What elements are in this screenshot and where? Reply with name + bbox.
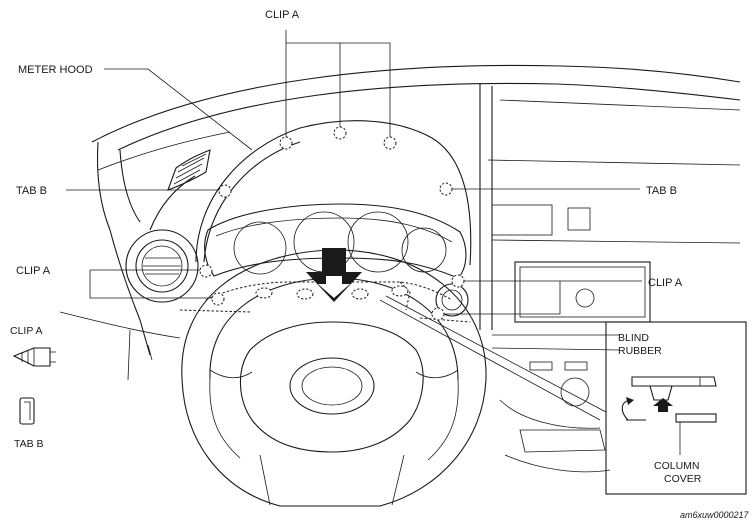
leader-lines [66, 30, 642, 421]
column-clip-4 [391, 285, 409, 297]
clip-a-left-label: CLIP A [16, 265, 51, 277]
steering-wheel [181, 249, 487, 507]
detail-inset [605, 321, 747, 495]
clip-a-top-1 [279, 136, 293, 150]
dashboard-outline [59, 64, 741, 473]
meter-hood-label: METER HOOD [18, 64, 93, 76]
removal-direction-arrow [306, 248, 362, 302]
column-cover-outline [179, 281, 471, 323]
clip-a-icon [12, 347, 56, 367]
column-clip-3 [351, 288, 369, 300]
column-clip-2 [296, 288, 314, 300]
clip-a-top-2 [333, 126, 347, 140]
clip-a-top-3 [383, 136, 397, 150]
clip-a-right-label: CLIP A [648, 277, 683, 289]
blind-rubber-label-line2: RUBBER [618, 345, 662, 357]
side-defrost-vent [167, 149, 211, 191]
clip-a-right-2 [431, 307, 445, 321]
right-air-vent [435, 283, 469, 317]
tab-b-icon [19, 397, 35, 425]
meter-hood [195, 120, 472, 266]
column-cover-label-line2: COVER [664, 473, 702, 485]
legend-tab-b-label: TAB B [14, 438, 44, 450]
tab-b-right [439, 182, 453, 196]
column-clip-1 [255, 287, 273, 299]
left-air-vent [125, 175, 199, 303]
clip-a-right-1 [451, 274, 465, 288]
tab-b-right-label: TAB B [646, 185, 677, 197]
legend-clip-a-label: CLIP A [10, 325, 43, 337]
tab-b-left-label: TAB B [16, 185, 47, 197]
column-cover-label-line1: COLUMN [654, 460, 700, 472]
tab-b-left [218, 184, 232, 198]
blind-rubber-label-line1: BLIND [618, 332, 649, 344]
clip-a-top-label: CLIP A [265, 9, 300, 21]
figure-code: am6xuw0000217 [680, 510, 750, 520]
clip-a-left-2 [211, 292, 225, 306]
clip-a-left-1 [199, 264, 213, 278]
